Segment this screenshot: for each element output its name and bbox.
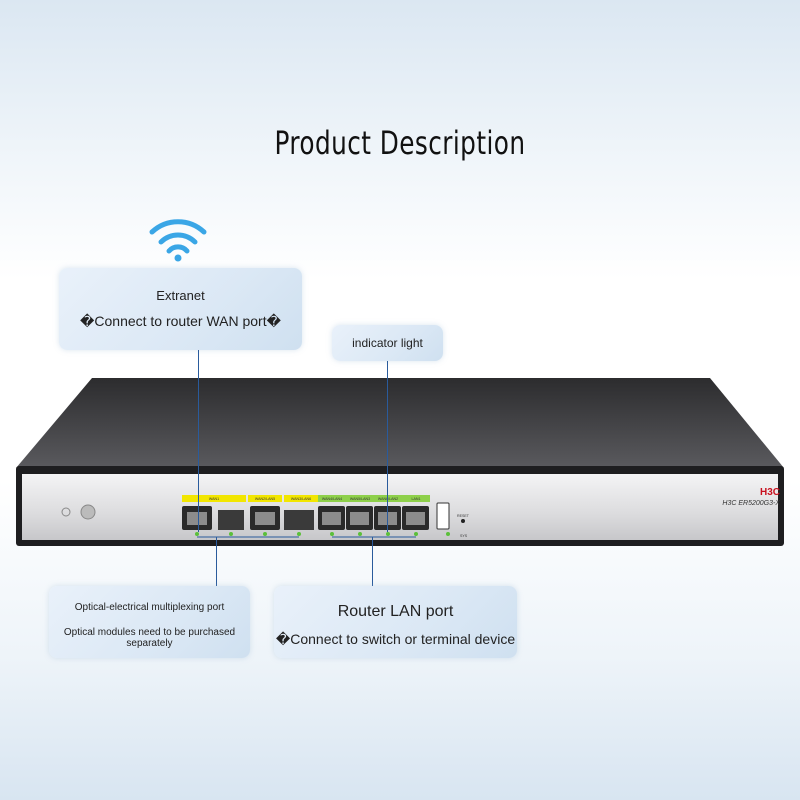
indicator-callout: indicator light [332,325,443,361]
port-label-wan6: WAN6/LAN2 [378,497,398,501]
extranet-callout: Extranet �Connect to router WAN port� [59,268,302,350]
port-label-wan3: WAN3/LAN6 [291,497,311,501]
optical-desc: Optical modules need to be purchased sep… [63,627,236,649]
port-label-lan1: LAN1 [412,497,421,501]
port-label-wan4: WAN4/LAN4 [322,497,342,501]
indicator-leader [387,361,388,532]
optical-leader [216,537,217,586]
reset-label: RESET [457,514,470,518]
extranet-desc: �Connect to router WAN port� [80,313,281,329]
lan-desc: �Connect to switch or terminal device [275,631,516,647]
indicator-label: indicator light [352,336,423,350]
extranet-leader [198,350,199,532]
lan-leader [372,537,373,586]
optical-label: Optical-electrical multiplexing port [74,602,225,613]
port-label-wan5: WAN5/LAN3 [350,497,370,501]
wifi-icon [149,219,207,262]
model-label: H3C ER5200G3-X [722,500,780,507]
port-label-wan2: WAN2/LAN5 [255,497,275,501]
brand-label: H3C [760,487,780,498]
optical-callout: Optical-electrical multiplexing port Opt… [49,586,250,658]
extranet-label: Extranet [156,288,205,303]
sys-label: SYS [460,534,468,538]
lan-callout: Router LAN port �Connect to switch or te… [274,586,517,658]
lan-label: Router LAN port [337,603,454,620]
port-label-wan1: WAN1 [209,497,219,501]
page-title: Product Description [274,124,526,162]
router-device: H3C H3C ER5200G3-X WAN1 WAN2/LAN5 WAN3/L… [16,378,784,546]
